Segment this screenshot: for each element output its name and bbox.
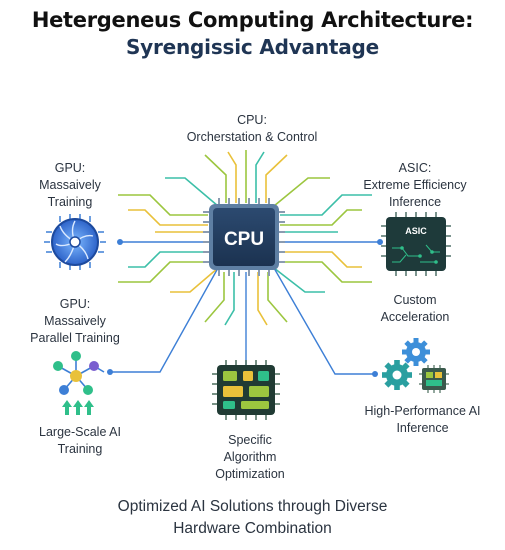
page-title: Hetergeneus Computing Architecture: <box>31 8 474 32</box>
gpu-parallel-line1: GPU: <box>59 297 91 311</box>
cpu-right-traces <box>280 194 372 283</box>
cpu-label-line2: Orcherstation & Control <box>186 130 318 144</box>
gpu-parallel-line3: Parallel Training <box>30 331 120 345</box>
gpu-fan-icon <box>44 214 106 270</box>
cpu-chip: CPU <box>203 198 285 276</box>
large-scale-line2: Training <box>57 442 103 456</box>
asic-label-line2: Extreme Efficiency <box>363 178 467 192</box>
specific-line1: Specific <box>228 433 272 447</box>
blue-connectors <box>110 241 380 375</box>
custom-acceleration-line2: Acceleration <box>380 310 450 324</box>
gears-icon <box>382 338 449 393</box>
large-scale-line1: Large-Scale AI <box>39 425 121 439</box>
footer-caption: Optimized AI Solutions through Diverse H… <box>0 496 505 540</box>
cpu-bottom-traces <box>170 267 325 326</box>
cpu-label: CPU: Orcherstation & Control <box>152 112 352 146</box>
specific-line2: Algorithm <box>223 450 277 464</box>
custom-acceleration-label: Custom Acceleration <box>360 292 470 326</box>
cpu-top-traces <box>165 150 330 207</box>
up-arrows-icon <box>62 400 94 415</box>
cpu-label-line1: CPU: <box>237 113 267 127</box>
gpu-parallel-label: GPU: Massaively Parallel Training <box>10 296 140 347</box>
gpu-training-line3: Training <box>47 195 93 209</box>
gpu-training-label: GPU: Massaively Training <box>20 160 120 211</box>
gpu-training-line2: Massaively <box>39 178 101 192</box>
cpu-chip-text: CPU <box>224 229 264 250</box>
hpai-line1: High-Performance AI <box>364 404 481 418</box>
asic-chip: ASIC <box>381 212 451 276</box>
cpu-left-traces <box>118 194 208 283</box>
large-scale-label: Large-Scale AI Training <box>20 424 140 458</box>
custom-acceleration-line1: Custom <box>393 293 437 307</box>
asic-chip-text: ASIC <box>405 226 427 236</box>
page-subtitle: Syrengissic Advantage <box>125 35 380 59</box>
asic-label-line3: Inference <box>388 195 442 209</box>
gpu-parallel-line2: Massaively <box>44 314 106 328</box>
network-graph-icon <box>53 351 105 395</box>
footer-line1: Optimized AI Solutions through Diverse <box>117 498 388 515</box>
asic-label-line1: ASIC: <box>398 161 432 175</box>
algorithm-chip-icon <box>212 360 280 420</box>
hpai-label: High-Performance AI Inference <box>350 403 495 437</box>
hpai-line2: Inference <box>396 421 449 435</box>
connector-dots <box>107 239 383 377</box>
footer-line2: Hardware Combination <box>173 520 332 537</box>
specific-label: Specific Algorithm Optimization <box>180 432 320 483</box>
asic-label: ASIC: Extreme Efficiency Inference <box>345 160 485 211</box>
specific-line3: Optimization <box>215 467 285 481</box>
gpu-training-line1: GPU: <box>54 161 86 175</box>
